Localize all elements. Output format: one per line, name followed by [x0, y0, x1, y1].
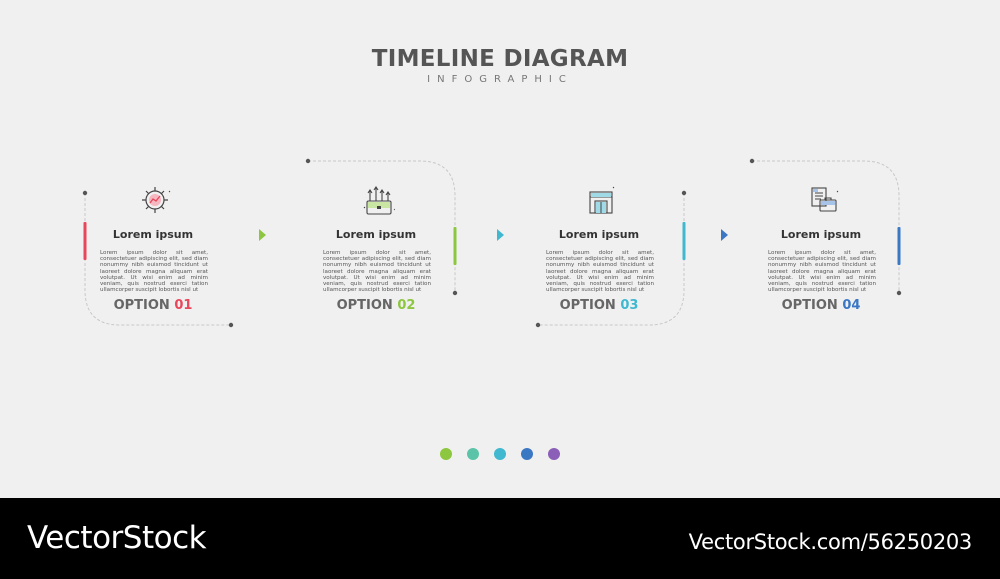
option-4-label: OPTION 04	[741, 298, 901, 313]
frame-dot	[82, 190, 88, 196]
palette-dot-5	[548, 448, 560, 460]
option-1-title: Lorem ipsum	[112, 228, 194, 241]
option-3-title: Lorem ipsum	[558, 228, 640, 241]
option-4-body: Lorem ipsum dolor sit amet, consectetuer…	[768, 250, 876, 294]
timeline-frames	[82, 158, 902, 460]
arrow-icon-3-4	[721, 229, 728, 241]
option-4-title: Lorem ipsum	[780, 228, 862, 241]
frame-line-option-1	[84, 193, 231, 326]
option-3-label-text: OPTION	[559, 298, 616, 313]
option-4-label-text: OPTION	[781, 298, 838, 313]
option-2-title: Lorem ipsum	[335, 228, 417, 241]
frame-dot	[305, 158, 311, 164]
page-title: TIMELINE DIAGRAM	[371, 46, 629, 72]
accent-bar-option-3	[682, 222, 686, 260]
footer-brand: VectorStock	[27, 520, 207, 556]
accent-bar-option-1	[83, 222, 87, 260]
option-2-label-text: OPTION	[336, 298, 393, 313]
footer-bar: VectorStock VectorStock.com/56250203	[0, 498, 1000, 579]
option-3-number: 03	[620, 298, 639, 313]
accent-bar-option-2	[453, 227, 457, 265]
frame-dot	[452, 290, 458, 296]
gear-chart-icon	[142, 187, 171, 213]
palette-dot-1	[440, 448, 452, 460]
option-1-label-text: OPTION	[113, 298, 170, 313]
page-subtitle: INFOGRAPHIC	[427, 74, 573, 85]
option-2-number: 02	[397, 298, 416, 313]
option-3-label: OPTION 03	[519, 298, 679, 313]
option-4-number: 04	[842, 298, 861, 313]
option-2-body: Lorem ipsum dolor sit amet, consectetuer…	[323, 250, 431, 294]
frame-dot	[749, 158, 755, 164]
arrow-icon-2-3	[497, 229, 504, 241]
frame-dot	[228, 322, 234, 328]
frame-line-option-2	[308, 160, 456, 293]
option-1-label: OPTION 01	[73, 298, 233, 313]
frame-dot	[535, 322, 541, 328]
frame-line-option-3	[538, 193, 685, 326]
option-1-body: Lorem ipsum dolor sit amet, consectetuer…	[100, 250, 208, 294]
frame-dot	[896, 290, 902, 296]
option-1-number: 01	[174, 298, 193, 313]
palette-dot-4	[521, 448, 533, 460]
briefcase-growth-icon	[363, 186, 395, 215]
footer-image-id: VectorStock.com/56250203	[688, 530, 973, 554]
arrow-icon-1-2	[259, 229, 266, 241]
option-2-label: OPTION 02	[296, 298, 456, 313]
store-icon	[589, 186, 615, 214]
palette-dot-3	[494, 448, 506, 460]
option-3-body: Lorem ipsum dolor sit amet, consectetuer…	[546, 250, 654, 294]
accent-bar-option-4	[897, 227, 901, 265]
documents-briefcase-icon	[811, 187, 839, 212]
palette-dot-2	[467, 448, 479, 460]
frame-dot	[681, 190, 687, 196]
infographic-canvas: TIMELINE DIAGRAM INFOGRAPHIC	[73, 46, 902, 460]
frame-line-option-4	[752, 160, 900, 293]
